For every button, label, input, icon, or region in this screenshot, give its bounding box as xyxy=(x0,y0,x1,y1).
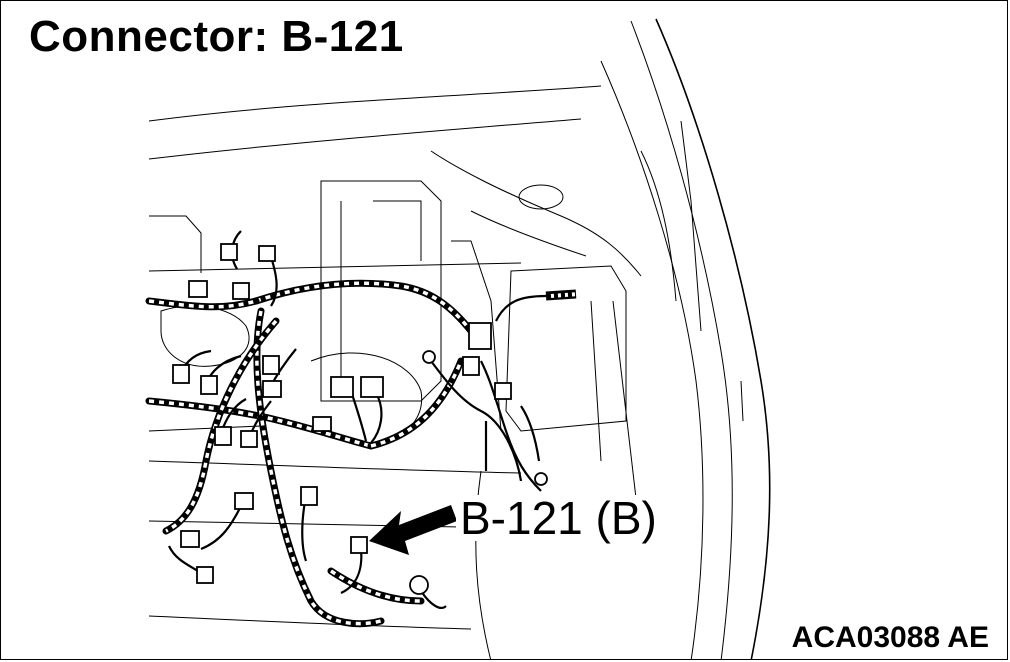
body-outlines xyxy=(148,18,771,659)
connectors xyxy=(172,243,548,595)
callout-arrow xyxy=(369,505,457,555)
connector-callout-label: B-121 (B) xyxy=(456,495,661,541)
harness-looms xyxy=(145,279,475,628)
page-title: Connector: B-121 xyxy=(29,12,404,61)
figure-id: ACA03088 AE xyxy=(787,623,993,653)
connector-b121 xyxy=(350,536,368,554)
harness-end xyxy=(545,289,580,301)
